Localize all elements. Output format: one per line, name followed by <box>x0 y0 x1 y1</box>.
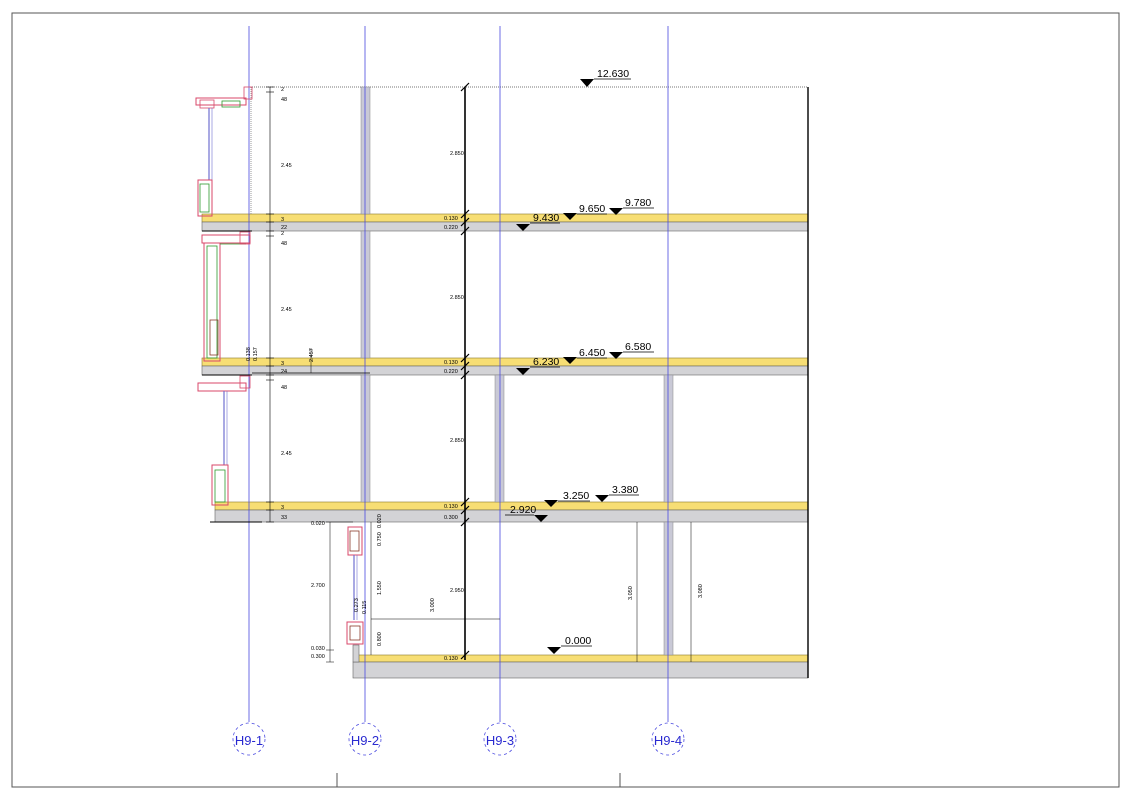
slab-level-1 <box>214 501 809 523</box>
facade-slab-edges <box>202 230 370 523</box>
grid-axis-h9-4: H9-4 <box>651 26 685 756</box>
grid-axis-bubble <box>348 722 382 756</box>
facade-dim: 3 <box>281 217 284 223</box>
facade-dim: 2.45 <box>281 451 292 457</box>
facade-dim: 2 <box>281 87 284 93</box>
slab-concrete-dim: 0.220 <box>444 225 458 231</box>
level-markers-floor2: 6.230 6.450 6.580 <box>516 341 654 375</box>
ground-dim: 0.750 <box>377 532 383 546</box>
ground-dim: 0.273 <box>354 598 360 612</box>
slab-ground <box>352 644 809 679</box>
facade-window-middle <box>201 231 251 362</box>
storey-height-3: 2.850 <box>450 295 464 301</box>
sheet-border <box>11 12 1120 788</box>
ground-dim: 3.000 <box>430 598 436 612</box>
ground-dim: 1.550 <box>377 581 383 595</box>
level-0000: 0.000 <box>565 635 591 647</box>
level-3380: 3.380 <box>612 484 638 496</box>
facade-dim: 0.157 <box>253 347 259 361</box>
grid-axis-h9-3: H9-3 <box>483 26 517 756</box>
storey-height-2: 2.850 <box>450 438 464 444</box>
facade-dim: 22 <box>281 225 287 231</box>
facade-dim: 24 <box>281 369 287 375</box>
column-h9-2 <box>360 86 371 503</box>
level-3250: 3.250 <box>563 490 589 502</box>
level-2920: 2.920 <box>510 504 536 516</box>
ground-dim: 0.020 <box>377 514 383 528</box>
facade-dim: 2.45 <box>281 307 292 313</box>
facade-dim: 33 <box>281 515 287 521</box>
level-markers-floor3: 9.430 9.650 9.780 <box>516 197 654 231</box>
facade-dimension-chain: 2 48 2.45 3 22 2 48 2.45 3 24 48 2.45 3 … <box>246 86 315 523</box>
level-6580: 6.580 <box>625 341 651 353</box>
facade-dim: 2.457 <box>309 348 315 362</box>
facade-dim: 3 <box>281 361 284 367</box>
ground-dim: 2.700 <box>311 583 325 589</box>
slab-finish-dim: 0.130 <box>444 360 458 366</box>
slab-level-3 <box>201 213 809 232</box>
facade-window-lower <box>197 375 251 506</box>
column-h9-3 <box>494 374 505 503</box>
grid-axis-label: H9-1 <box>235 733 263 748</box>
slab-finish-dim: 0.130 <box>444 216 458 222</box>
ground-dim: 0.300 <box>311 654 325 660</box>
grid-axis-label: H9-2 <box>351 733 379 748</box>
level-markers-floor1: 2.920 3.250 3.380 <box>505 484 639 522</box>
slab-level-2 <box>201 357 809 376</box>
ground-dim: 3.050 <box>628 586 634 600</box>
ground-dim: 0.020 <box>311 521 325 527</box>
grid-axis-label: H9-3 <box>486 733 514 748</box>
level-marker-ground: 0.000 <box>547 635 592 654</box>
facade-dim: 0.138 <box>246 347 252 361</box>
level-9780: 9.780 <box>625 197 651 209</box>
level-12630: 12.630 <box>597 68 629 80</box>
slab-finish-dim: 0.130 <box>444 656 458 662</box>
ground-dim: 3.080 <box>698 584 704 598</box>
storey-height-1: 2.950 <box>450 588 464 594</box>
facade-dim: 48 <box>281 385 287 391</box>
grid-axis-bubble <box>232 722 266 756</box>
level-9650: 9.650 <box>579 203 605 215</box>
facade-dim: 48 <box>281 97 287 103</box>
level-9430: 9.430 <box>533 212 559 224</box>
facade-dim: 2 <box>281 231 284 237</box>
ground-dimensions: 0.020 2.700 0.030 0.300 0.020 0.750 1.55… <box>311 514 704 663</box>
ground-dim: 0.030 <box>311 646 325 652</box>
slab-concrete-dim: 0.300 <box>444 515 458 521</box>
slab-finish-dim: 0.130 <box>444 504 458 510</box>
level-6230: 6.230 <box>533 356 559 368</box>
grid-axis-bubble <box>483 722 517 756</box>
facade-dim: 48 <box>281 241 287 247</box>
level-marker-top: 12.630 <box>580 68 631 87</box>
storey-height-4: 2.850 <box>450 151 464 157</box>
ground-dim: 0.800 <box>377 632 383 646</box>
facade-dim: 3 <box>281 505 284 511</box>
level-6450: 6.450 <box>579 347 605 359</box>
ground-window <box>346 526 364 645</box>
grid-axis-label: H9-4 <box>654 733 682 748</box>
storey-dimension-chain: 2.850 2.850 2.850 2.950 0.130 0.220 0.13… <box>444 82 470 662</box>
grid-axis-h9-2: H9-2 <box>348 26 382 756</box>
grid-axis-bubble <box>651 722 685 756</box>
facade-dim: 2.45 <box>281 163 292 169</box>
grid-axes: H9-1 H9-2 H9-3 H9-4 <box>232 26 685 756</box>
ground-dim: 0.115 <box>362 601 368 614</box>
facade-window-upper <box>195 86 253 217</box>
column-h9-4 <box>663 374 674 656</box>
grid-axis-h9-1: H9-1 <box>232 26 266 756</box>
slab-concrete-dim: 0.220 <box>444 369 458 375</box>
